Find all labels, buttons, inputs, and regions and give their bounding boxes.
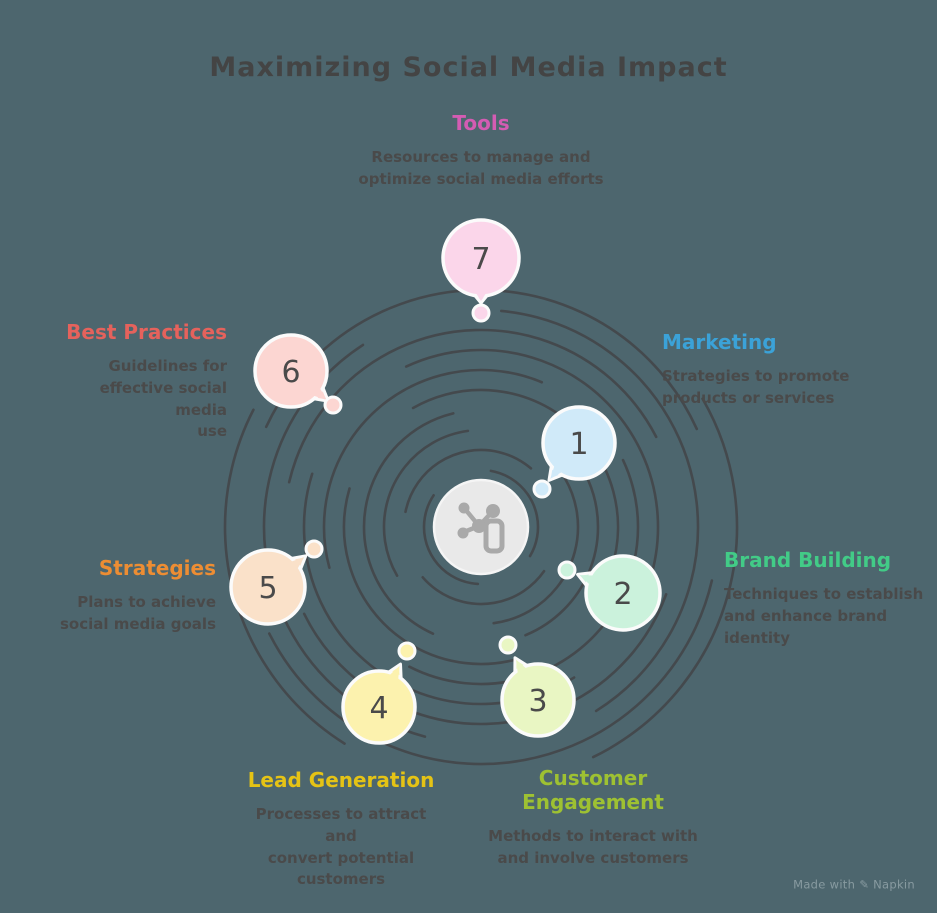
bubble-circle (229, 548, 307, 626)
label-strategies: Strategies Plans to achieve social media… (36, 556, 216, 636)
section-title-strategies: Strategies (98, 556, 216, 580)
bubble-tail-join (288, 557, 305, 572)
bubble-4: 4 (341, 641, 417, 745)
section-description-tools: Resources to manage and optimize social … (358, 148, 604, 188)
bubble-tail-join (310, 385, 327, 400)
spiral-arc (262, 308, 700, 746)
watermark-text: Made with (793, 877, 856, 892)
bubble-circle (341, 669, 417, 745)
bubble-dot (397, 641, 417, 661)
bubble-dot (557, 560, 577, 580)
section-description-best-practices: Guidelines for effective social media us… (99, 357, 227, 441)
bubble-number: 5 (258, 571, 277, 606)
bubble-circle (500, 662, 576, 738)
bubble-dot (471, 303, 491, 323)
social-share-icon (457, 502, 505, 554)
bubble-5: 5 (229, 539, 324, 626)
bubble-number: 4 (369, 691, 388, 726)
label-lead-generation: Lead Generation Processes to attract and… (238, 768, 444, 891)
bubble-6: 6 (253, 333, 343, 415)
page-title: Maximizing Social Media Impact (209, 52, 728, 83)
spiral-arc (382, 428, 580, 626)
bubble-tail-join (516, 659, 529, 677)
bubble-number: 1 (569, 427, 588, 462)
bubble-1: 1 (532, 405, 617, 499)
section-title-best-practices: Best Practices (66, 320, 227, 344)
bubble-dot (532, 479, 552, 499)
section-description-lead-generation: Processes to attract and convert potenti… (255, 805, 427, 889)
spiral-arc (422, 468, 540, 586)
bubble-circle (253, 333, 329, 409)
bubble-7: 7 (441, 218, 521, 323)
section-title-tools: Tools (452, 111, 510, 135)
watermark: Made with ✎ Napkin (793, 877, 915, 892)
section-title-lead-generation: Lead Generation (247, 768, 435, 792)
spiral-arc (402, 448, 560, 606)
section-title-brand-building: Brand Building (724, 548, 892, 572)
section-description-customer-engagement: Methods to interact with and involve cus… (488, 827, 698, 867)
bubble-dot (323, 395, 343, 415)
section-description-brand-building: Techniques to establish and enhance bran… (724, 585, 924, 647)
section-description-marketing: Strategies to promote products or servic… (662, 367, 850, 407)
bubble-tail-join (474, 290, 488, 301)
center-node (432, 478, 530, 576)
bubble-tail-join (579, 575, 597, 587)
bubble-circle (584, 554, 662, 632)
bubble-tail-join (387, 665, 400, 683)
spiral-arc (223, 269, 739, 785)
bubble-tail-join (550, 462, 565, 479)
section-description-strategies: Plans to achieve social media goals (59, 593, 216, 633)
label-tools: Tools Resources to manage and optimize s… (331, 111, 631, 191)
section-title-customer-engagement: Customer Engagement (522, 766, 664, 814)
napkin-logo-icon: ✎ (859, 877, 870, 892)
label-best-practices: Best Practices Guidelines for effective … (47, 320, 227, 443)
bubble-dot (304, 539, 324, 559)
bubble-number: 6 (281, 355, 300, 390)
bubble-circle (541, 405, 617, 481)
watermark-brand: Napkin (873, 877, 915, 892)
bubble-3: 3 (498, 635, 576, 738)
bubble-2: 2 (557, 554, 662, 632)
bubble-number: 7 (471, 242, 490, 277)
bubble-dot (498, 635, 518, 655)
label-marketing: Marketing Strategies to promote products… (662, 330, 882, 410)
bubble-number: 2 (613, 577, 632, 612)
section-title-marketing: Marketing (662, 330, 777, 354)
label-customer-engagement: Customer Engagement Methods to interact … (483, 766, 703, 870)
bubble-number: 3 (528, 684, 547, 719)
label-brand-building: Brand Building Techniques to establish a… (724, 548, 924, 649)
